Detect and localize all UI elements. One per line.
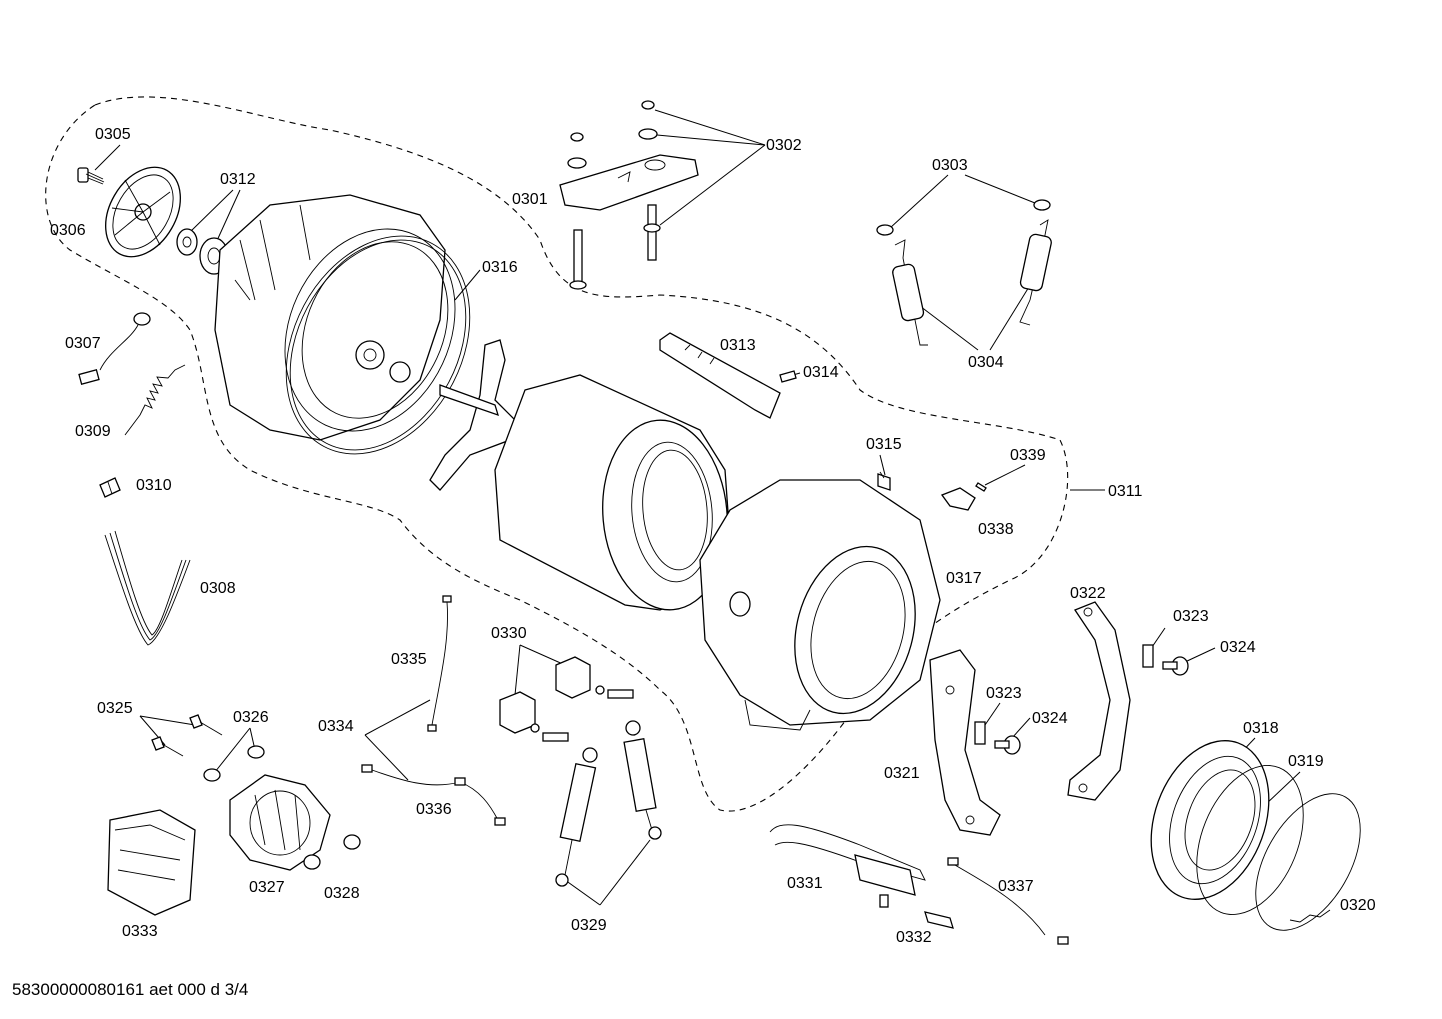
drum-icon: [494, 374, 731, 611]
control-module-icon: [107, 809, 196, 916]
label-0321: 0321: [884, 765, 920, 782]
sensor-wire-0335-icon: [427, 595, 452, 732]
label-0332: 0332: [896, 929, 932, 946]
part-0338-icon: [940, 487, 976, 511]
carrier-bracket-icon: [559, 154, 699, 211]
label-0320: 0320: [1340, 897, 1376, 914]
label-0323-b: 0323: [1173, 608, 1209, 625]
heating-element-icon: [769, 824, 926, 908]
drum-spider-icon: [429, 339, 521, 491]
front-tub-icon: [699, 479, 941, 731]
label-0312: 0312: [220, 171, 256, 188]
counterweight-blocks-icon: [499, 656, 634, 742]
label-0325: 0325: [97, 700, 133, 717]
label-0322: 0322: [1070, 585, 1106, 602]
label-0306: 0306: [50, 222, 86, 239]
label-0311: 0311: [1108, 483, 1143, 500]
screw-0305-icon: [77, 167, 105, 185]
label-0327: 0327: [249, 879, 285, 896]
label-0335: 0335: [391, 651, 427, 668]
bracket-0313-icon: [659, 332, 781, 419]
door-seal-icon: [1150, 740, 1270, 900]
grommets-0326-icon: [203, 745, 265, 782]
label-0331: 0331: [787, 875, 823, 892]
clip-0310-icon: [99, 477, 121, 498]
ntc-sensor-0332-icon: [924, 911, 954, 929]
label-0324-b: 0324: [1220, 639, 1256, 656]
label-0309: 0309: [75, 423, 111, 440]
pin-0339-icon: [975, 482, 987, 492]
cable-0336-icon: [361, 764, 506, 826]
label-0308: 0308: [200, 580, 236, 597]
label-0336: 0336: [416, 801, 452, 818]
motor-icon: [229, 774, 331, 871]
label-0313: 0313: [720, 337, 756, 354]
label-0310: 0310: [136, 477, 172, 494]
washers-0303-icon: [876, 199, 1051, 236]
counterweight-0321-icon: [929, 649, 1001, 836]
tub-gasket-icon: [285, 235, 471, 455]
drawing-reference-footer: 58300000080161 aet 000 d 3/4: [12, 980, 249, 999]
label-0307: 0307: [65, 335, 101, 352]
bolts-0324-icon: [994, 656, 1189, 755]
clamp-ring-0319-icon: [1196, 765, 1304, 915]
label-0302: 0302: [766, 137, 802, 154]
label-0330: 0330: [491, 625, 527, 642]
label-0324-a: 0324: [1032, 710, 1068, 727]
rear-tub-icon: [214, 194, 456, 441]
label-0314: 0314: [803, 364, 839, 381]
sensor-0307-icon: [78, 312, 151, 385]
label-0319: 0319: [1288, 753, 1324, 770]
screws-0325-icon: [151, 714, 223, 757]
label-0318: 0318: [1243, 720, 1279, 737]
label-0303: 0303: [932, 157, 968, 174]
label-0339: 0339: [1010, 447, 1046, 464]
bushings-0328-icon: [303, 834, 361, 870]
pulley-wheel-icon: [105, 166, 181, 258]
label-0337: 0337: [998, 878, 1034, 895]
label-0301: 0301: [512, 191, 548, 208]
spring-0309-icon: [124, 364, 186, 436]
label-0316: 0316: [482, 259, 518, 276]
shock-absorbers-icon: [555, 720, 662, 887]
label-0328: 0328: [324, 885, 360, 902]
label-0317: 0317: [946, 570, 982, 587]
label-0334: 0334: [318, 718, 354, 735]
label-0333: 0333: [122, 923, 158, 940]
bolts-0302-icon: [567, 100, 661, 290]
wire-0337-icon: [947, 857, 1069, 945]
suspension-springs-icon: [892, 219, 1052, 346]
drive-belt-icon: [104, 530, 191, 646]
label-0315: 0315: [866, 436, 902, 453]
label-0305: 0305: [95, 126, 131, 143]
washer-plates-0323-icon: [974, 644, 1154, 745]
label-0338: 0338: [978, 521, 1014, 538]
screw-0314-icon: [779, 370, 797, 383]
label-0329: 0329: [571, 917, 607, 934]
label-0304: 0304: [968, 354, 1004, 371]
clamp-ring-0320-icon: [1255, 793, 1361, 931]
counterweight-0322-icon: [1067, 601, 1131, 801]
screw-0315-icon: [877, 471, 891, 491]
label-0323-a: 0323: [986, 685, 1022, 702]
label-0326: 0326: [233, 709, 269, 726]
